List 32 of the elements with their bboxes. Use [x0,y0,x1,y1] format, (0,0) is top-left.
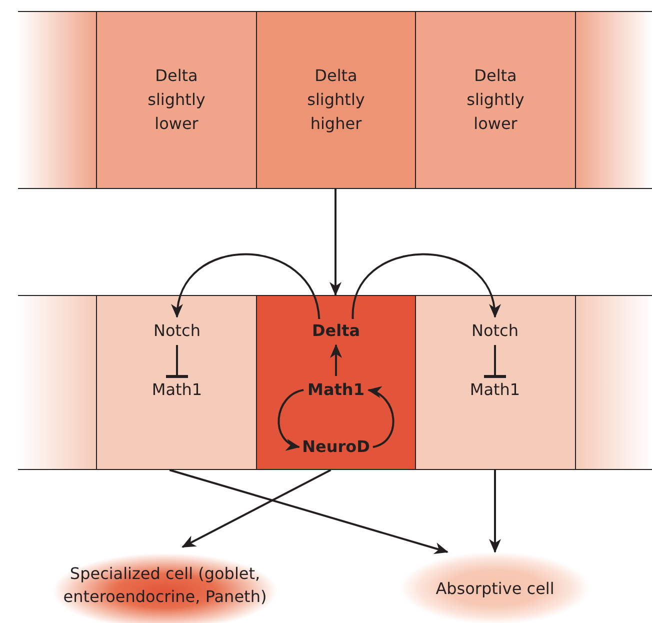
arrow [278,389,304,449]
cell [256,295,415,470]
gene-label: Math1 [470,378,520,402]
inhibition-line [166,345,188,378]
gene-label: Math1 [308,378,364,402]
gene-label: NeuroD [302,435,370,459]
arrow [489,470,501,553]
gene-label: Notch [472,319,518,343]
arrow [182,469,332,548]
arrow [352,253,500,320]
gene-label: Notch [154,319,200,343]
gene-label: Delta [312,319,360,343]
cell-edge [18,295,96,470]
arrow [330,344,342,376]
cell [415,295,575,470]
cell [96,295,256,470]
cell-label: Delta slightly higher [306,65,366,135]
cell [415,11,575,189]
cell [256,11,415,189]
arrow [367,388,394,448]
cell-edge [18,11,96,189]
cell-label: Delta slightly lower [466,65,526,135]
gene-label: Math1 [152,378,202,402]
cell-edge [575,11,652,189]
cell [96,11,256,189]
arrow [169,469,448,554]
cell-label: Delta slightly lower [146,65,206,135]
cell-type-label: Absorptive cell [436,578,554,600]
cell-edge [575,295,652,470]
arrow [172,253,320,320]
arrow [330,189,342,296]
inhibition-line [484,345,506,378]
